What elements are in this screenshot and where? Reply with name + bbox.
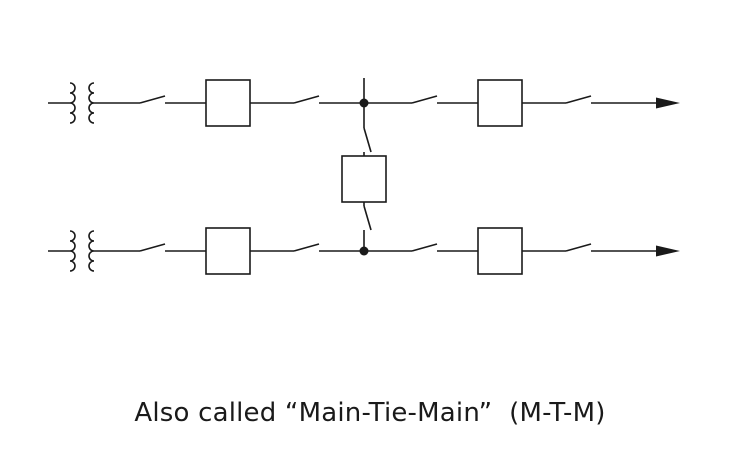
disconnect-switch-icon [363, 127, 372, 153]
transformer-icon [48, 82, 140, 124]
disconnect-switch-icon [139, 243, 166, 252]
top-bus [48, 78, 680, 127]
main-tie-main-diagram [48, 78, 680, 275]
disconnect-switch-icon [363, 205, 372, 231]
main-breaker-bottom [205, 227, 251, 275]
transformer-icon [48, 230, 140, 272]
disconnect-switch-icon [293, 95, 320, 104]
disconnect-switch-icon [139, 95, 166, 104]
disconnect-switch-icon [565, 95, 592, 104]
junction-dot-icon [359, 246, 369, 256]
tie-breaker-box [341, 155, 387, 203]
disconnect-switch-icon [565, 243, 592, 252]
disconnect-switch-icon [293, 243, 320, 252]
feeder-breaker-top [477, 79, 523, 127]
feeder-breaker-bottom [477, 227, 523, 275]
disconnect-switch-icon [411, 95, 438, 104]
disconnect-switch-icon [411, 243, 438, 252]
main-breaker-top [205, 79, 251, 127]
arrow-right-icon [656, 97, 680, 109]
bottom-bus [48, 227, 680, 275]
tie-breaker [341, 103, 387, 251]
arrow-right-icon [656, 245, 680, 257]
diagram-caption: Also called “Main-Tie-Main” (M-T-M) [134, 398, 606, 428]
